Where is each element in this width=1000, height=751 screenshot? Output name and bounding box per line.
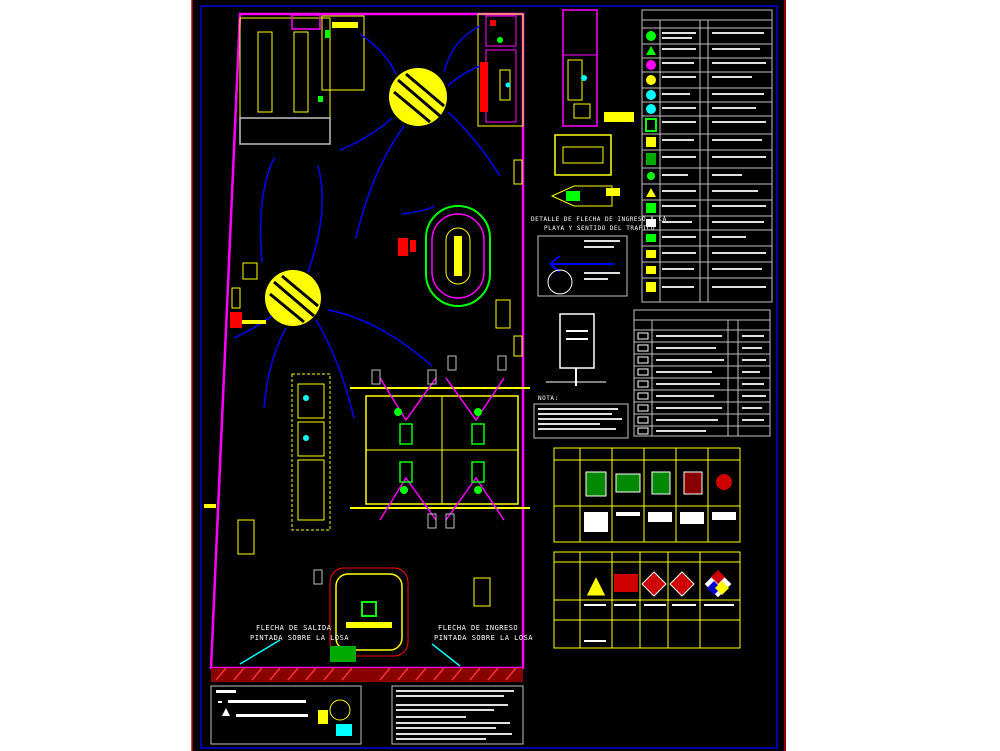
storage-area-dashed (291, 373, 331, 531)
site-plan: FLECHA DE SALIDA PINTADA SOBRE LA LOSA F… (204, 12, 533, 682)
exit-arrow-label: FLECHA DE SALIDA (256, 624, 332, 632)
fuel-pump-left (230, 312, 266, 328)
building-top-right (477, 13, 524, 127)
slab-arrows (239, 639, 461, 667)
side-markers (231, 159, 523, 607)
equipment-table (633, 309, 771, 437)
entry-arrow-label: FLECHA DE INGRESO (438, 624, 518, 632)
signage-table-lower (553, 551, 741, 649)
notes-box (391, 685, 524, 745)
access-marker (204, 504, 216, 508)
traffic-circle-lower (265, 270, 321, 326)
entrance-strip (211, 667, 523, 682)
sheet-area (192, 0, 786, 751)
drawing-frame (200, 5, 778, 749)
detail-column: DETALLE DE FLECHA DE INGRESO A LA PLAYA … (531, 9, 667, 439)
legend-box (210, 685, 362, 745)
traffic-circle-upper (389, 68, 447, 126)
dispenser-island-bottom (313, 567, 409, 662)
detail-caption-sub: PLAYA Y SENTIDO DEL TRAFICO (544, 225, 655, 232)
signage-table-upper (553, 447, 741, 543)
exit-arrow-sublabel: PINTADA SOBRE LA LOSA (250, 634, 349, 642)
building-top-left (239, 14, 365, 145)
main-dispensing-canopy (350, 355, 530, 529)
detail-caption: DETALLE DE FLECHA DE INGRESO A LA (531, 216, 667, 223)
entry-arrow-sublabel: PINTADA SOBRE LA LOSA (434, 634, 533, 642)
dispenser-island-top (398, 205, 491, 307)
flow-arrows (233, 25, 501, 419)
symbols-table (641, 9, 773, 303)
note-label: NOTA: (538, 395, 559, 402)
